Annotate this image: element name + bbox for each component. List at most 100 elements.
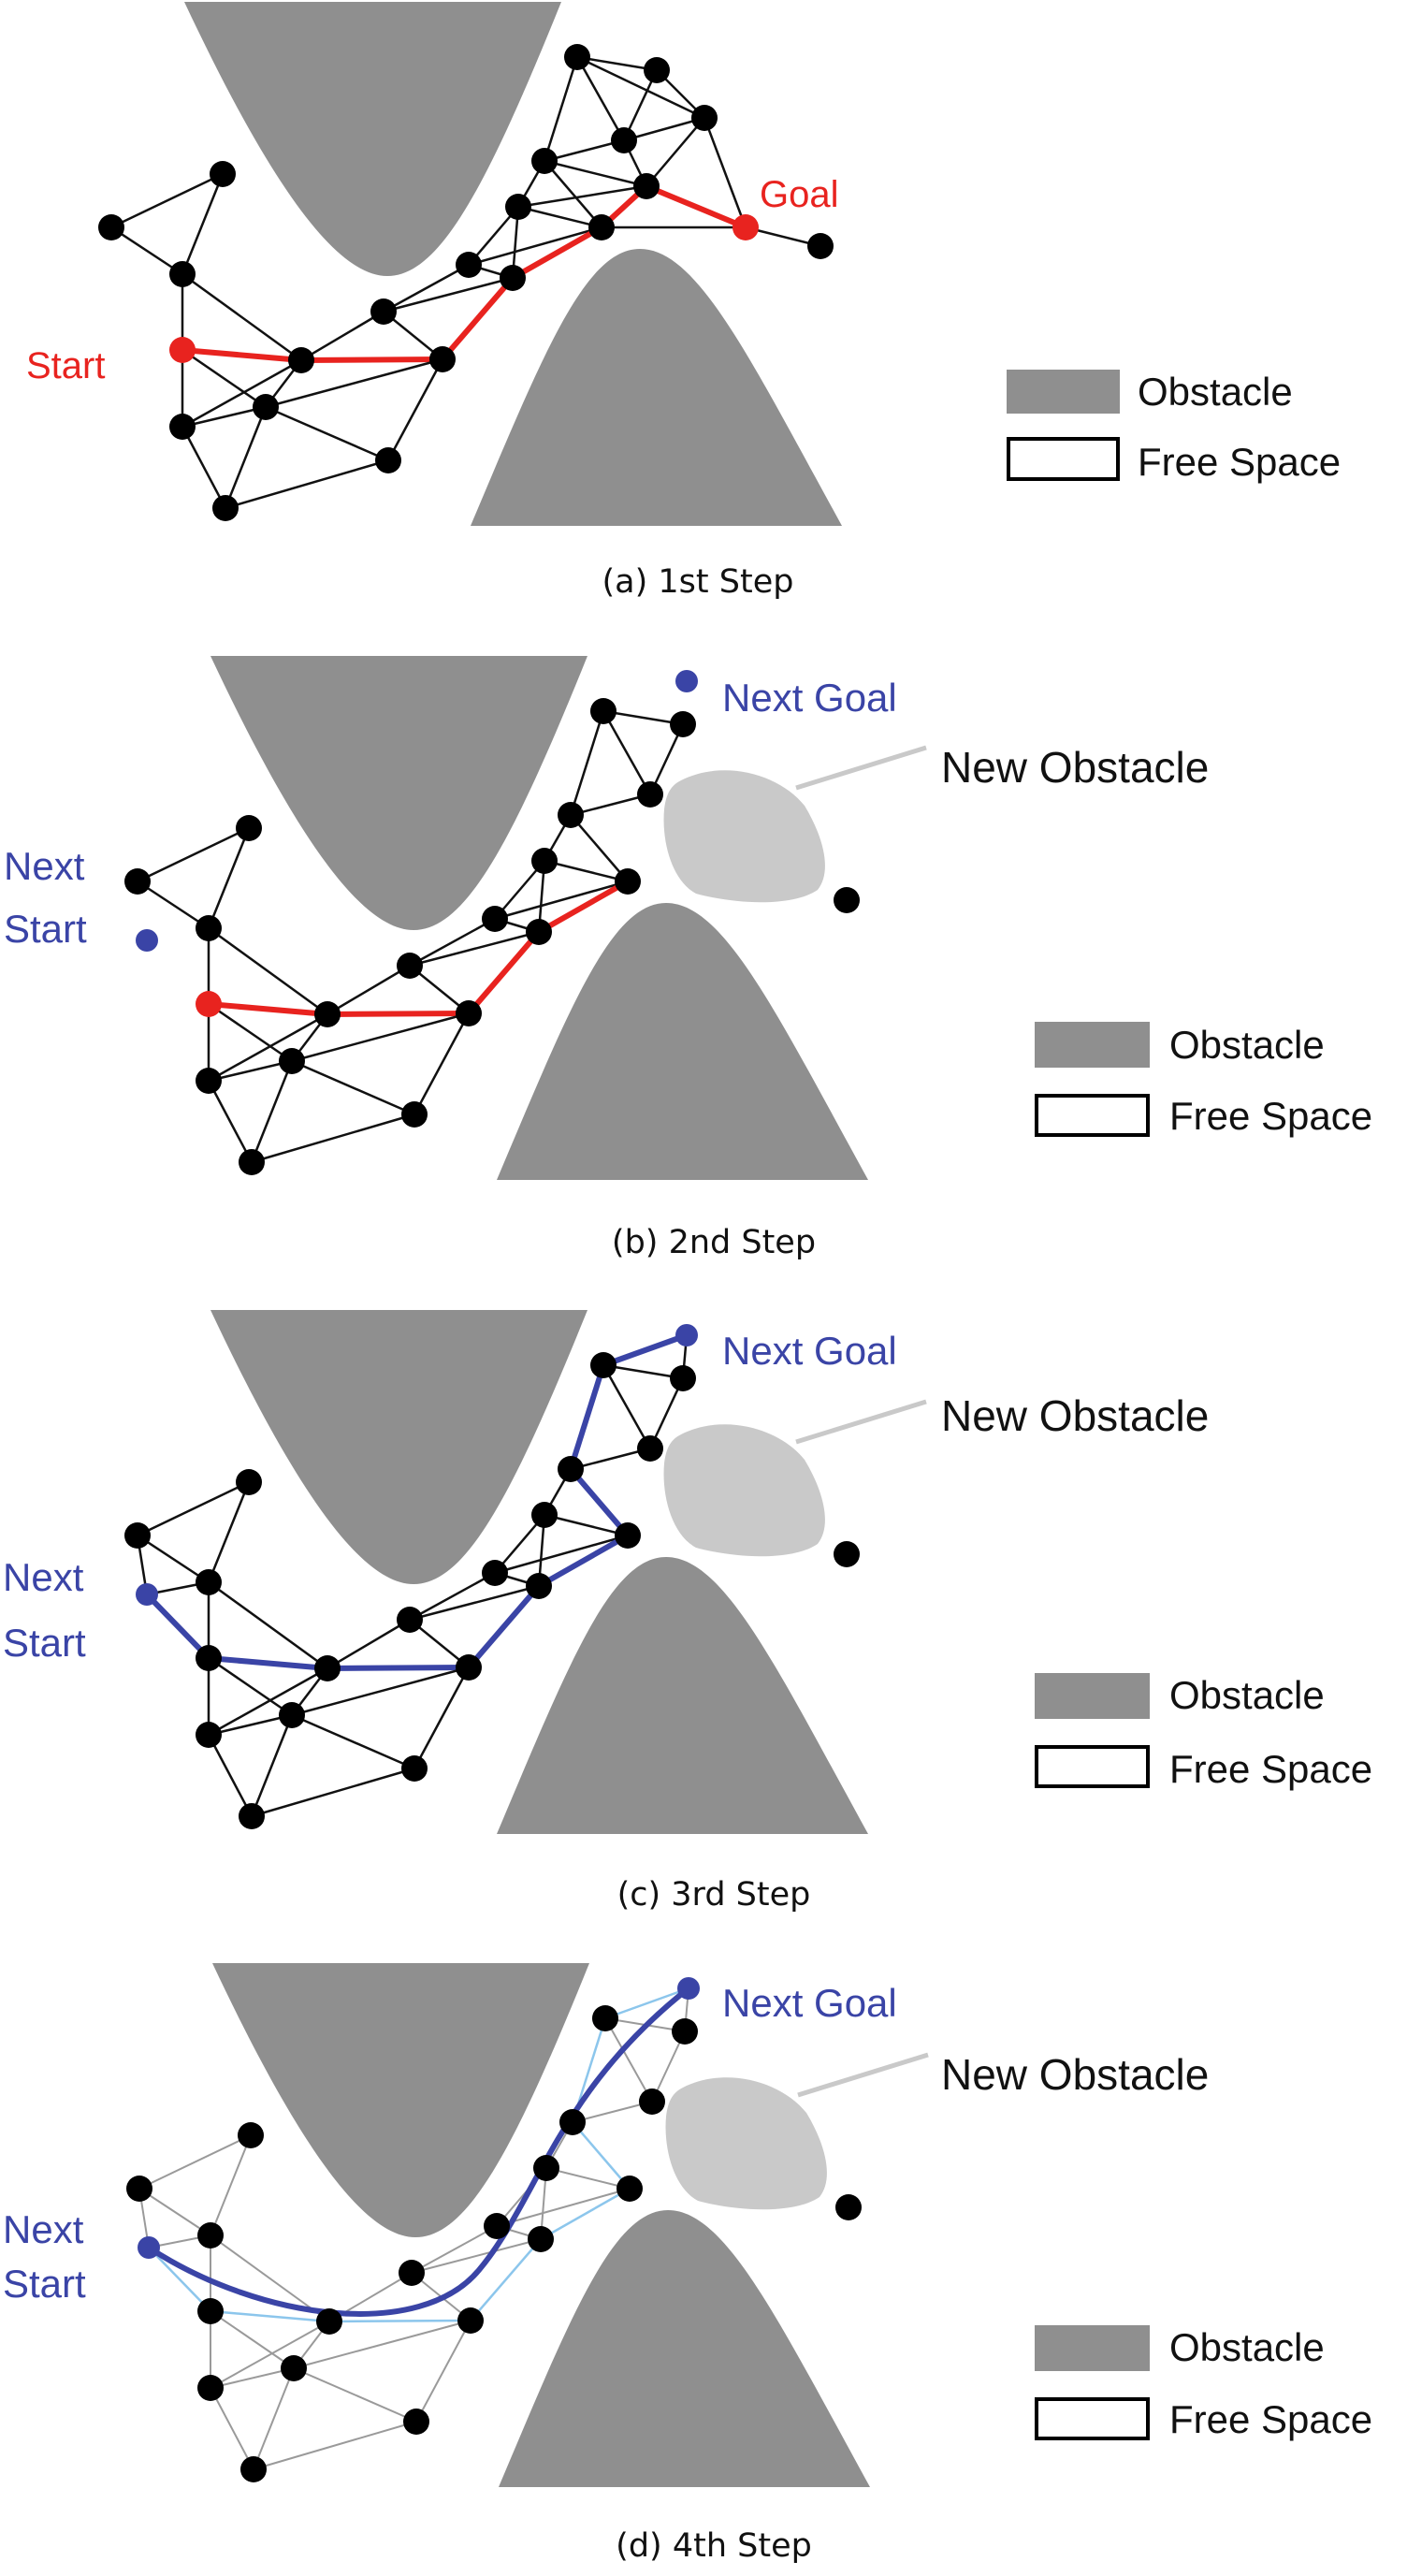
new-obstacle-label: New Obstacle <box>941 2050 1209 2099</box>
roadmap-edge <box>137 880 210 930</box>
new-obstacle-label: New Obstacle <box>941 1391 1209 1440</box>
legend-free-space-swatch <box>1035 1745 1150 1788</box>
obstacle-top <box>212 1963 589 2237</box>
roadmap-edge <box>602 1363 684 1380</box>
roadmap-node <box>401 1101 428 1128</box>
new-obstacle-leader-line <box>797 2052 929 2098</box>
roadmap-edge <box>181 405 267 429</box>
panel-caption: (c) 3rd Step <box>617 1876 811 1914</box>
roadmap-node <box>124 1522 151 1549</box>
roadmap-edge <box>411 2225 498 2274</box>
path-edge <box>572 2121 631 2190</box>
roadmap-node <box>528 2226 554 2252</box>
roadmap-edge <box>602 710 652 795</box>
roadmap-edge <box>208 1012 328 1083</box>
roadmap-node <box>196 1722 222 1748</box>
start-node <box>169 337 196 363</box>
roadmap-node <box>670 1365 696 1391</box>
roadmap-node <box>240 2456 267 2482</box>
roadmap-edge <box>110 172 224 229</box>
roadmap-edge <box>250 1714 294 1817</box>
roadmap-edge <box>293 2320 471 2369</box>
roadmap-node <box>807 233 834 259</box>
roadmap-node <box>236 815 262 841</box>
roadmap-edge <box>413 1666 471 1769</box>
roadmap-node <box>615 868 641 895</box>
roadmap-node <box>616 2176 643 2202</box>
roadmap-edge <box>569 710 605 816</box>
start-label: Start <box>26 345 105 386</box>
roadmap-edge <box>224 406 268 509</box>
roadmap-edge <box>210 2367 295 2389</box>
legend-obstacle-swatch <box>1035 2325 1150 2371</box>
roadmap-node <box>399 2260 425 2286</box>
roadmap-edge <box>291 1059 415 1116</box>
next-start-label: Start <box>4 907 87 951</box>
roadmap-node <box>210 161 236 187</box>
roadmap-node <box>500 265 526 291</box>
legend-obstacle-label: Obstacle <box>1169 1023 1325 1067</box>
roadmap-node <box>429 346 456 372</box>
new-obstacle <box>665 2077 827 2210</box>
roadmap-edge <box>291 1713 415 1770</box>
roadmap-node <box>456 252 482 278</box>
roadmap-edge <box>181 272 302 362</box>
roadmap-node <box>456 1654 482 1681</box>
roadmap-node <box>197 2298 224 2324</box>
roadmap-edge <box>575 56 626 141</box>
obstacle-bottom <box>497 903 868 1180</box>
legend-obstacle-swatch <box>1007 370 1120 414</box>
next-start-label: Start <box>3 2262 86 2306</box>
roadmap-node <box>482 906 508 932</box>
path-edge <box>208 1655 328 1671</box>
roadmap-edge <box>544 159 647 188</box>
next-goal-node <box>675 1324 698 1346</box>
legend-free-space-label: Free Space <box>1169 1747 1372 1791</box>
roadmap-node <box>558 1456 584 1482</box>
goal-label: Goal <box>760 174 839 215</box>
roadmap-node <box>124 868 151 895</box>
path-edge <box>511 225 603 281</box>
roadmap-edge <box>645 117 705 187</box>
roadmap-node <box>592 2005 618 2031</box>
roadmap-node <box>126 2176 152 2202</box>
roadmap-edge <box>291 1011 470 1063</box>
roadmap-edge <box>137 826 250 883</box>
roadmap-node <box>401 1755 428 1782</box>
roadmap-edge <box>208 1656 293 1717</box>
roadmap-edge <box>602 1364 652 1449</box>
new-obstacle-label: New Obstacle <box>941 743 1209 792</box>
path-edge <box>470 2238 542 2321</box>
path-edge <box>208 1001 328 1017</box>
roadmap-node <box>526 1573 552 1599</box>
roadmap-edge <box>293 2367 417 2423</box>
roadmap-edge <box>468 226 602 267</box>
roadmap-node <box>253 394 279 420</box>
obstacle-bottom <box>471 249 842 526</box>
roadmap-edge <box>494 880 629 921</box>
roadmap-edge <box>210 2321 330 2389</box>
roadmap-node <box>558 802 584 828</box>
new-obstacle <box>663 1424 825 1557</box>
path-edge <box>144 1592 211 1661</box>
roadmap-edge <box>207 1481 251 1583</box>
roadmap-node <box>615 1522 641 1549</box>
roadmap-edge <box>208 926 328 1016</box>
legend-free-space-label: Free Space <box>1169 1094 1372 1138</box>
roadmap-edge <box>208 1666 328 1737</box>
path-edge <box>326 1665 470 1671</box>
roadmap-node <box>375 447 401 473</box>
next-start-node <box>136 929 158 952</box>
roadmap-node <box>456 1000 482 1026</box>
roadmap-edge <box>208 1580 328 1670</box>
roadmap-node <box>196 1645 222 1671</box>
legend-obstacle-label: Obstacle <box>1169 2325 1325 2369</box>
roadmap-edge <box>576 55 705 120</box>
roadmap-edge <box>409 1571 496 1622</box>
roadmap-edge <box>517 184 647 209</box>
roadmap-node <box>564 44 590 70</box>
next-start-label: Next <box>4 844 85 888</box>
panel-a <box>98 2 842 526</box>
roadmap-node <box>169 261 196 287</box>
roadmap-edge <box>383 276 514 313</box>
